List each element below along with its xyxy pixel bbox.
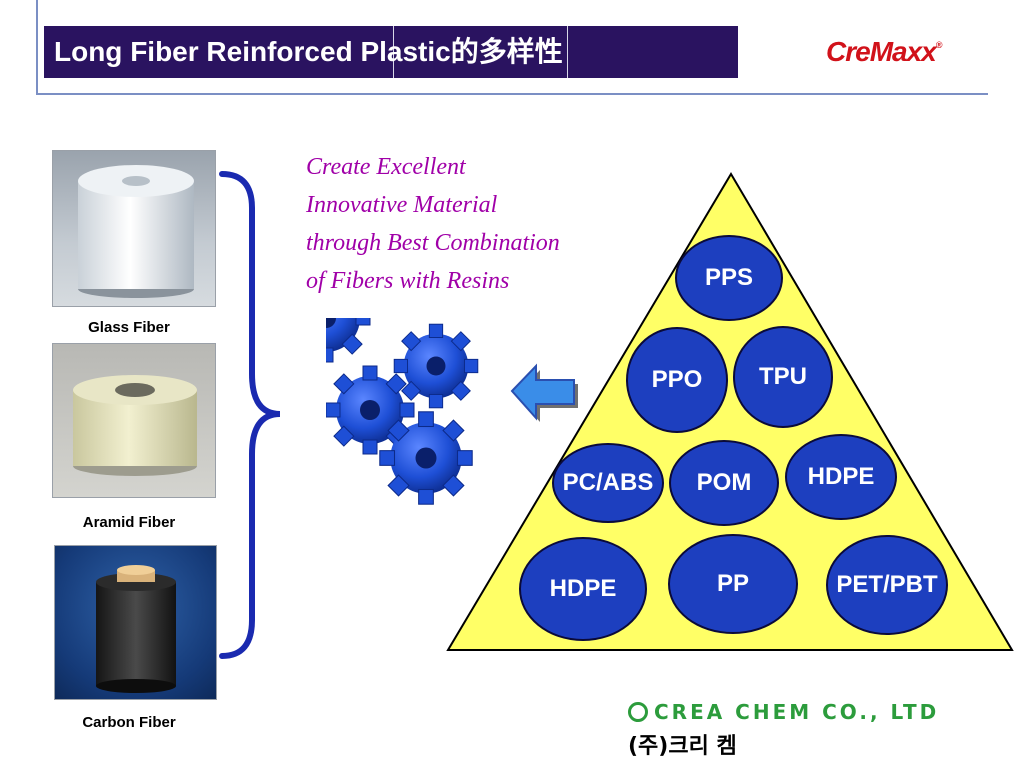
slogan: Create Excellent Innovative Material thr… (306, 148, 626, 300)
resin-oval: PET/PBT (826, 535, 948, 635)
header-horizontal-rule (36, 93, 988, 95)
resin-oval: HDPE (785, 434, 897, 520)
title-bar (44, 26, 738, 78)
cremaxx-logo: CreMaxx® (826, 36, 943, 68)
aramid-fiber-photo (52, 343, 216, 498)
resin-oval: HDPE (519, 537, 647, 641)
header-vertical-rule (36, 0, 38, 95)
company-name-ko: (주)크리 켐 (628, 734, 737, 759)
title-cell (567, 26, 737, 78)
resin-oval: POM (669, 440, 779, 526)
slogan-line: through Best Combination (306, 230, 560, 256)
fiber-caption: Carbon Fiber (82, 714, 176, 731)
slogan-line: Create Excellent (306, 154, 466, 180)
glass-fiber-photo (52, 150, 216, 307)
registered-mark: ® (935, 40, 943, 50)
curly-brace (219, 171, 281, 659)
carbon-fiber-spool-image (96, 565, 176, 693)
title-cell (44, 26, 394, 78)
resin-oval: PC/ABS (552, 443, 664, 523)
gear-icon (326, 318, 371, 363)
slogan-line: Innovative Material (306, 192, 498, 218)
resin-pyramid (446, 172, 1014, 651)
slide-title: Long Fiber Reinforced Plastic的多样性 (54, 36, 563, 67)
pyramid-triangle (446, 172, 1014, 651)
resin-oval: PP (668, 534, 798, 634)
aramid-fiber-spool-image (73, 375, 197, 476)
resin-oval: TPU (733, 326, 833, 428)
resin-oval: PPO (626, 327, 728, 433)
fiber-caption: Aramid Fiber (82, 514, 176, 531)
resin-oval: PPS (675, 235, 783, 321)
glass-fiber-spool-image (78, 165, 194, 298)
gears-icon (326, 318, 479, 505)
title-cell (393, 26, 568, 78)
company-name-en: CREA CHEM CO., LTD (628, 700, 939, 724)
slogan-line: of Fibers with Resins (306, 268, 510, 294)
brand-text: CreMaxx (826, 36, 937, 67)
carbon-fiber-photo (54, 545, 217, 700)
company-name-en-text: CREA CHEM CO., LTD (654, 700, 940, 724)
fiber-caption: Glass Fiber (88, 319, 170, 336)
left-arrow-icon (510, 363, 578, 422)
company-leaf-icon (628, 702, 648, 722)
